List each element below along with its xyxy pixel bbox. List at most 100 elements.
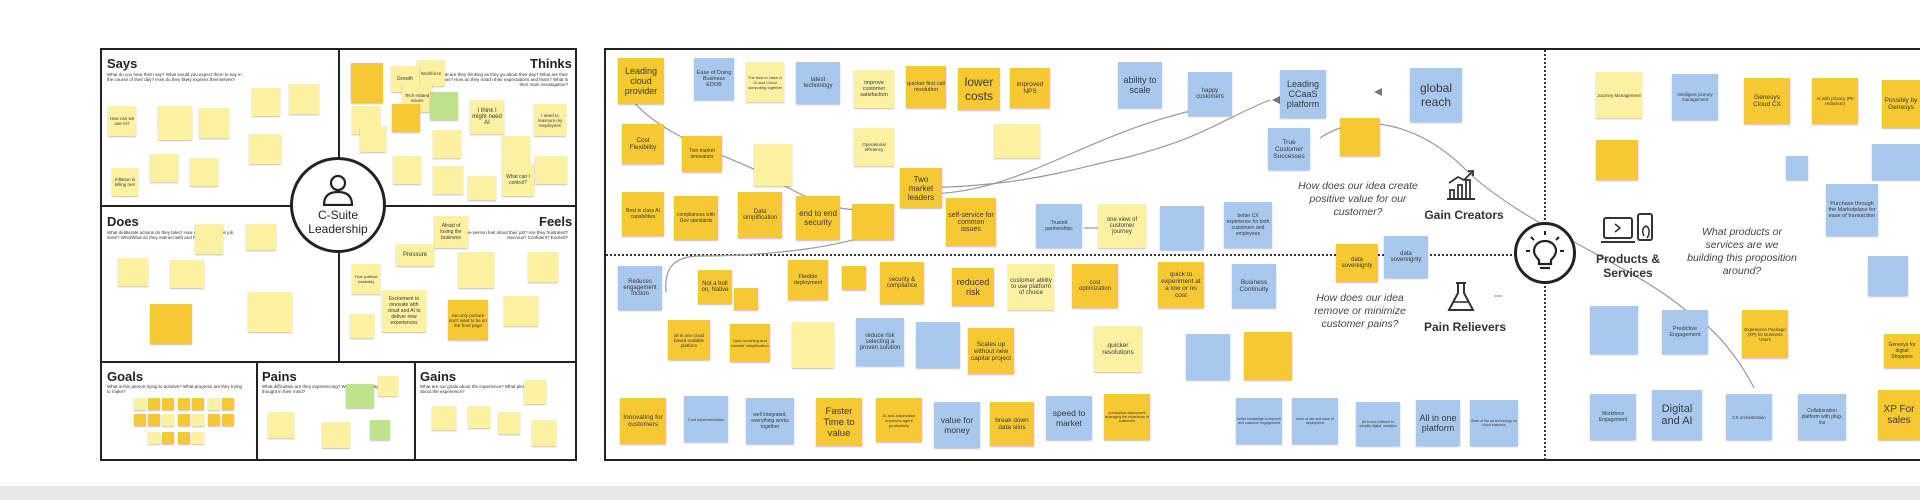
gain-creator-note[interactable]: compliances with Gov standards [674, 196, 718, 240]
says-note[interactable] [158, 106, 192, 140]
product-note[interactable] [1596, 140, 1638, 180]
does-note[interactable] [248, 292, 292, 332]
feels-note[interactable]: Excitement to innovate with cloud and AI… [382, 290, 426, 332]
pain-reliever-note[interactable]: prescriptive deployment leveraging the e… [1104, 394, 1150, 440]
gain-creator-note[interactable]: The best in class in UI and Cloud comput… [746, 62, 784, 102]
goals-note[interactable] [162, 414, 174, 426]
gain-creator-note[interactable]: lower costs [958, 68, 1000, 110]
goals-note[interactable] [134, 398, 146, 410]
pain-reliever-note[interactable]: All in one platform to simplify digital,… [1356, 402, 1400, 446]
gains-note[interactable] [432, 406, 456, 430]
goals-note[interactable] [222, 398, 234, 410]
product-note[interactable]: CX orchestration [1726, 394, 1772, 440]
thinks-note[interactable]: Workforce [417, 60, 445, 86]
product-note[interactable]: Journey Management [1596, 72, 1642, 118]
says-note[interactable]: How can we use AI? [108, 106, 136, 136]
pain-reliever-note[interactable]: quicker resolutions [1094, 326, 1142, 372]
does-note[interactable] [170, 260, 204, 288]
says-note[interactable] [252, 88, 280, 116]
does-note[interactable] [118, 258, 148, 286]
gain-creator-note[interactable] [852, 204, 894, 240]
product-note[interactable]: Possibly by Genesys [1882, 80, 1920, 128]
gain-creator-note[interactable]: Ease of Doing Business EDOB [694, 58, 734, 100]
thinks-note[interactable] [502, 136, 530, 164]
goals-note[interactable] [148, 432, 160, 444]
pain-reliever-note[interactable]: security & compliance [880, 262, 924, 304]
gain-creator-note[interactable]: Leading cloud provider [618, 58, 664, 104]
goals-note[interactable] [178, 398, 190, 410]
gain-creator-note[interactable]: end to end security [796, 196, 840, 240]
gain-creator-note[interactable] [1340, 118, 1380, 156]
product-note[interactable]: Predictive Engagement [1662, 310, 1708, 354]
goals-note[interactable] [162, 398, 174, 410]
gains-note[interactable] [524, 380, 546, 404]
goals-note[interactable] [178, 414, 190, 426]
gain-creator-note[interactable]: Best in class AI capabilities [622, 192, 664, 236]
goals-note[interactable] [148, 414, 160, 426]
feels-note[interactable]: Afraid of losing the business [434, 216, 468, 248]
pain-reliever-note[interactable]: All in one platform [1416, 400, 1460, 446]
thinks-note[interactable]: I need to reassure my employees [534, 104, 566, 136]
gain-creator-note[interactable]: improve customer satisfaction [854, 70, 894, 108]
gain-creator-note[interactable]: data sovereignty [1384, 236, 1428, 278]
pain-reliever-note[interactable]: well integrated, everything works togeth… [746, 398, 794, 444]
pain-reliever-note[interactable]: cost optimization [1072, 264, 1118, 308]
gain-creator-note[interactable]: latest technology [796, 62, 840, 104]
goals-note[interactable] [192, 414, 204, 426]
gain-creator-note[interactable] [754, 144, 792, 186]
feels-note[interactable] [458, 252, 494, 288]
thinks-note[interactable] [535, 156, 567, 184]
product-note[interactable]: Genesys for digital Shoppers [1884, 334, 1920, 368]
goals-note[interactable] [148, 398, 160, 410]
says-note[interactable] [199, 108, 229, 138]
thinks-note[interactable] [393, 156, 421, 184]
gain-creator-note[interactable]: one view of customer journey [1098, 204, 1146, 248]
thinks-note[interactable] [360, 126, 386, 152]
thinks-note[interactable]: I think I might need AI [470, 100, 504, 134]
pain-reliever-note[interactable]: speed to market [1046, 396, 1092, 440]
says-note[interactable] [249, 134, 281, 164]
goals-note[interactable] [208, 414, 220, 426]
pain-reliever-note[interactable] [792, 322, 834, 368]
feels-note[interactable] [504, 296, 538, 326]
gain-creator-note[interactable]: better CX experience for both customers … [1224, 202, 1272, 248]
pain-reliever-note[interactable]: all in one cloud based scalable platform [668, 320, 710, 360]
gains-note[interactable] [498, 412, 520, 434]
goals-note[interactable] [192, 432, 204, 444]
gain-creator-note[interactable]: self-service for common issues [946, 198, 996, 246]
product-note[interactable] [1868, 256, 1908, 296]
gains-note[interactable] [532, 420, 556, 446]
says-note[interactable] [150, 154, 178, 182]
pain-reliever-note[interactable]: Faster Time to value [816, 398, 862, 446]
says-note[interactable] [190, 158, 218, 186]
pain-reliever-note[interactable] [916, 322, 960, 368]
pain-reliever-note[interactable] [1186, 334, 1230, 380]
product-note[interactable] [1786, 156, 1808, 180]
gain-creator-note[interactable]: Data simplification [738, 192, 782, 238]
gain-creator-note[interactable]: data sovereignty [1336, 244, 1378, 282]
pain-reliever-note[interactable] [1244, 332, 1292, 380]
gain-creator-note[interactable] [994, 124, 1040, 158]
thinks-note[interactable] [392, 104, 420, 132]
feels-note[interactable] [528, 252, 558, 282]
product-note[interactable]: Digital and AI [1652, 390, 1702, 440]
pain-reliever-note[interactable]: better knowledge to improve and customer… [1236, 398, 1282, 444]
pain-reliever-note[interactable]: value for money [934, 402, 980, 448]
thinks-note[interactable] [433, 166, 463, 194]
says-note[interactable]: Inflation is killing me! [112, 168, 138, 196]
pain-reliever-note[interactable]: ease of use and ease of deployment [1292, 398, 1338, 444]
pain-reliever-note[interactable]: Reduces engagement friction [618, 266, 662, 310]
gain-creator-note[interactable]: global reach [1410, 68, 1462, 122]
product-note[interactable]: Genesys Cloud CX [1744, 78, 1790, 124]
pain-reliever-note[interactable] [842, 266, 866, 290]
goals-note[interactable] [192, 398, 204, 410]
pain-reliever-note[interactable]: Innovating for customers [620, 398, 666, 444]
pain-reliever-note[interactable]: quick to experiment at a low or no cost [1158, 262, 1204, 308]
says-note[interactable] [289, 84, 319, 114]
gain-creator-note[interactable]: improved NPS [1010, 68, 1050, 108]
goals-note[interactable] [208, 398, 220, 410]
gain-creator-note[interactable]: happy customers [1188, 72, 1232, 116]
gain-creator-note[interactable]: ability to scale [1118, 62, 1162, 108]
product-note[interactable]: AI with privacy (PII redaction) [1812, 78, 1858, 124]
pain-reliever-note[interactable]: Flexible deployment [788, 260, 828, 300]
